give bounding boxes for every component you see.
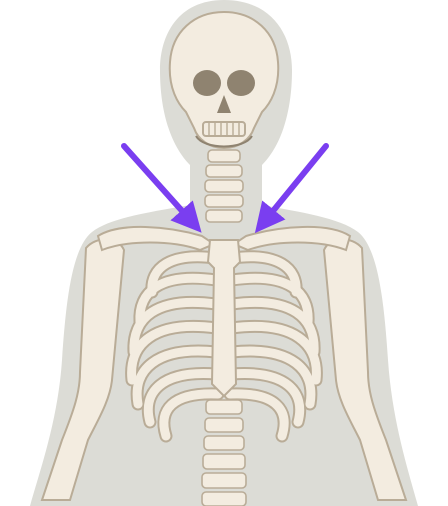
cervical-spine xyxy=(205,150,243,222)
left-clavicle-arrow xyxy=(124,146,192,222)
right-clavicle-arrow xyxy=(264,146,326,222)
left-eye-socket xyxy=(193,70,221,96)
sternum xyxy=(208,240,240,396)
right-eye-socket xyxy=(227,70,255,96)
